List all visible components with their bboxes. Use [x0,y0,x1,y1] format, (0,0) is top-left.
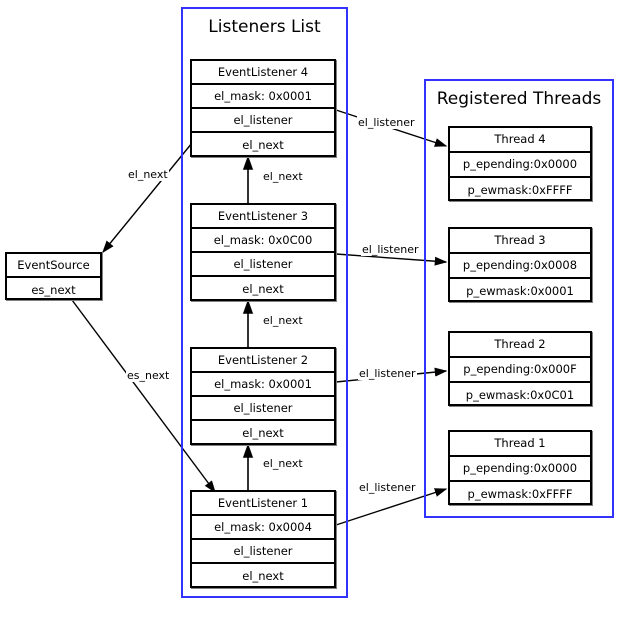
event-source-name: EventSource [7,254,100,278]
edge-label-listener1-to-thread1: el_listener [358,481,417,494]
edge-label-listener3-to-thread3: el_listener [361,243,420,256]
thread-4-ewmask: p_ewmask:0xFFFF [467,183,573,197]
edge-source-to-listener4 [102,142,193,254]
edge-label-listener2-to-listener3: el_next [262,314,304,327]
thread-3-epending: p_epending:0x0008 [450,254,590,279]
thread-2-epending: p_epending:0x000F [450,358,590,383]
listener-1-name: EventListener 1 [192,492,334,516]
listener-2-el-next: el_next [242,426,284,440]
thread-4-name: Thread 4 [450,128,590,153]
edge-label-source-to-listener1: es_next [126,369,171,382]
node-thread-2[interactable]: Thread 2 p_epending:0x000F p_ewmask:0x0C… [448,331,592,406]
listener-4-name: EventListener 4 [192,61,334,85]
node-event-listener-1[interactable]: EventListener 1 el_mask: 0x0004 el_liste… [190,490,336,588]
listener-3-name: EventListener 3 [192,205,334,229]
node-thread-3[interactable]: Thread 3 p_epending:0x0008 p_ewmask:0x00… [448,227,592,302]
registered-threads-group [424,79,614,518]
thread-1-name: Thread 1 [450,432,590,457]
edge-label-listener4-to-thread4: el_listener [357,116,416,129]
listener-4-el-next: el_next [242,138,284,152]
listener-4-mask: el_mask: 0x0001 [192,85,334,109]
listeners-list-group [181,7,348,598]
listener-2-name: EventListener 2 [192,349,334,373]
listener-1-mask: el_mask: 0x0004 [192,516,334,540]
thread-3-name: Thread 3 [450,229,590,254]
thread-2-name: Thread 2 [450,333,590,358]
edge-label-listener1-to-listener2: el_next [262,457,304,470]
registered-threads-title: Registered Threads [436,89,602,109]
listener-3-mask: el_mask: 0x0C00 [192,229,334,253]
listener-3-el-next: el_next [242,282,284,296]
listeners-list-title: Listeners List [208,17,321,37]
node-event-listener-3[interactable]: EventListener 3 el_mask: 0x0C00 el_liste… [190,203,336,301]
edge-label-listener2-to-thread2: el_listener [358,367,417,380]
thread-3-ewmask: p_ewmask:0x0001 [466,284,574,298]
listener-3-el-listener: el_listener [192,253,334,277]
node-event-source[interactable]: EventSource es_next [5,252,102,300]
thread-1-ewmask: p_ewmask:0xFFFF [467,487,573,501]
listener-1-el-listener: el_listener [192,540,334,564]
event-source-es-next: es_next [31,283,76,297]
node-event-listener-2[interactable]: EventListener 2 el_mask: 0x0001 el_liste… [190,347,336,445]
edge-label-source-to-listener4: el_next [127,168,169,181]
listener-4-el-listener: el_listener [192,109,334,133]
node-event-listener-4[interactable]: EventListener 4 el_mask: 0x0001 el_liste… [190,59,336,157]
edge-label-listener3-to-listener4: el_next [262,170,304,183]
thread-2-ewmask: p_ewmask:0x0C01 [465,388,575,402]
node-thread-4[interactable]: Thread 4 p_epending:0x0000 p_ewmask:0xFF… [448,126,592,201]
listener-2-el-listener: el_listener [192,397,334,421]
thread-1-epending: p_epending:0x0000 [450,457,590,482]
thread-4-epending: p_epending:0x0000 [450,153,590,178]
node-thread-1[interactable]: Thread 1 p_epending:0x0000 p_ewmask:0xFF… [448,430,592,505]
listener-2-mask: el_mask: 0x0001 [192,373,334,397]
listener-1-el-next: el_next [242,569,284,583]
